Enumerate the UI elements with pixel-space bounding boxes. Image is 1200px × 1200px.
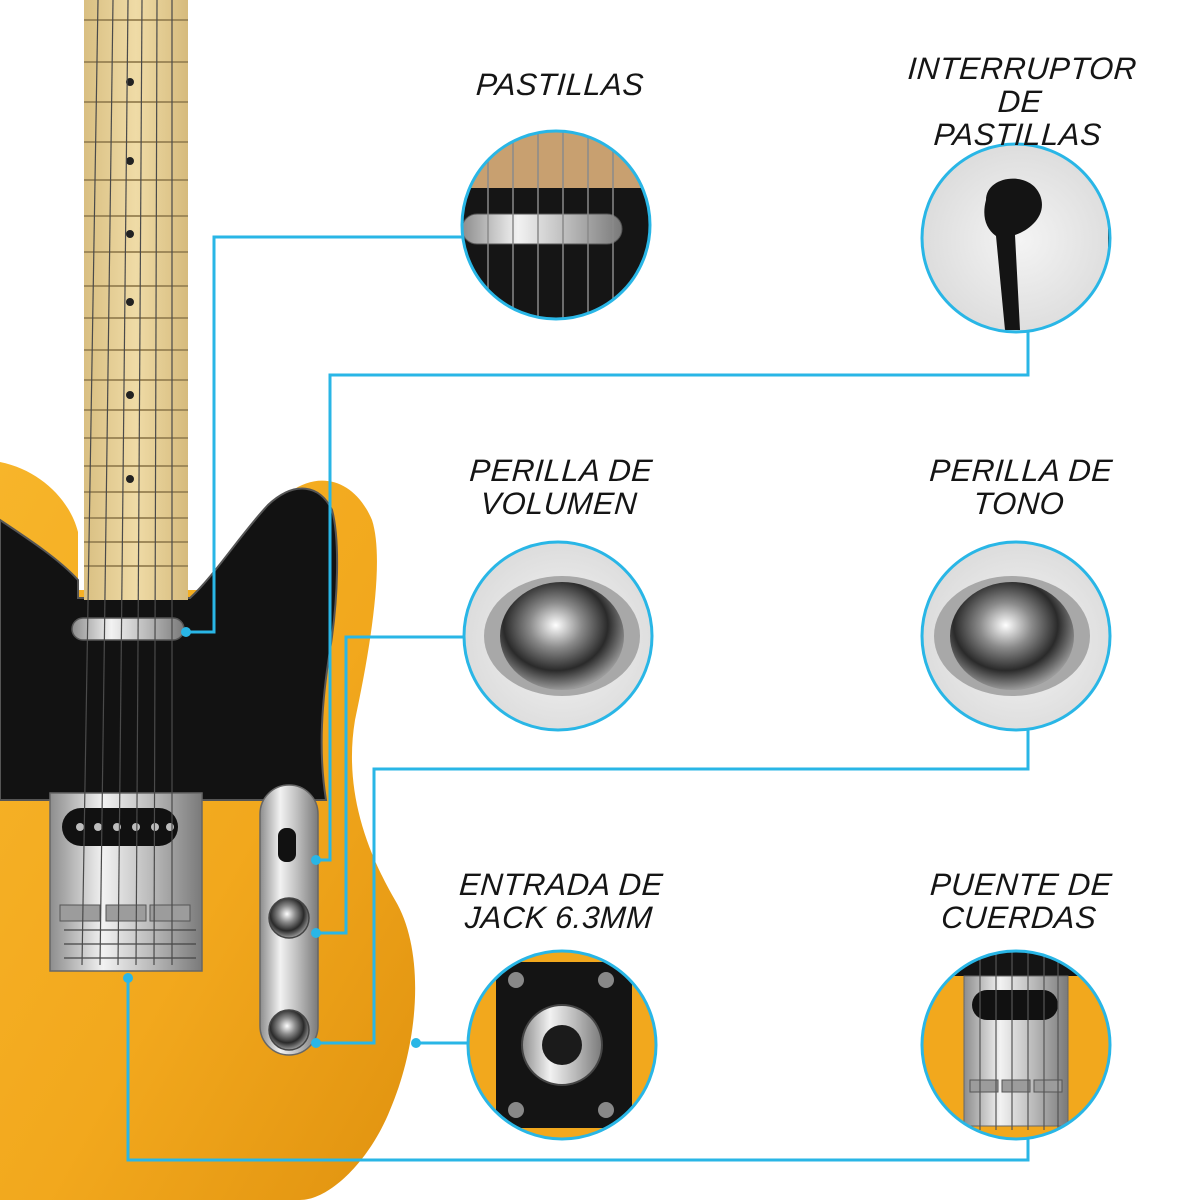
detail-circle-volume: [462, 540, 654, 732]
strings: [81, 0, 173, 966]
frets: [84, 19, 188, 567]
label-interruptor-line2: PASTILLAS: [932, 117, 1103, 152]
label-volumen: PERILLA DE VOLUMEN: [438, 453, 683, 521]
label-volumen-line1: PERILLA DE: [468, 453, 654, 488]
pickguard: [0, 487, 339, 801]
label-pastillas-line1: PASTILLAS: [474, 67, 646, 102]
volume-knob: [268, 897, 310, 939]
label-puente: PUENTE DE CUERDAS: [898, 867, 1143, 935]
fret-markers: [126, 78, 134, 483]
selector-switch: [278, 828, 296, 862]
label-puente-line1: PUENTE DE: [928, 867, 1114, 902]
label-tono: PERILLA DE TONO: [898, 453, 1143, 521]
label-jack: ENTRADA DE JACK 6.3MM: [428, 867, 693, 935]
label-volumen-line2: VOLUMEN: [479, 486, 639, 521]
neck-pickup: [71, 617, 185, 641]
callout-dots: [123, 627, 421, 1048]
label-jack-line1: ENTRADA DE: [458, 867, 665, 902]
detail-circle-tone: [920, 540, 1112, 732]
detail-circle-jack: [466, 949, 658, 1141]
label-puente-line2: CUERDAS: [940, 900, 1098, 935]
detail-circle-switch: [920, 142, 1112, 334]
label-tono-line1: PERILLA DE: [928, 453, 1114, 488]
detail-circle-pickups: [460, 129, 652, 321]
fretboard: [84, 0, 188, 600]
tone-knob: [268, 1009, 310, 1051]
detail-circle-bridge: [920, 949, 1112, 1141]
label-tono-line2: TONO: [972, 486, 1066, 521]
label-interruptor-line1: INTERRUPTOR DE: [906, 51, 1138, 119]
label-interruptor: INTERRUPTOR DE PASTILLAS: [877, 51, 1164, 152]
label-pastillas: PASTILLAS: [439, 67, 681, 102]
label-jack-line2: JACK 6.3MM: [463, 900, 654, 935]
bridge-saddles: [59, 904, 191, 922]
callout-lines: [126, 235, 1030, 1162]
